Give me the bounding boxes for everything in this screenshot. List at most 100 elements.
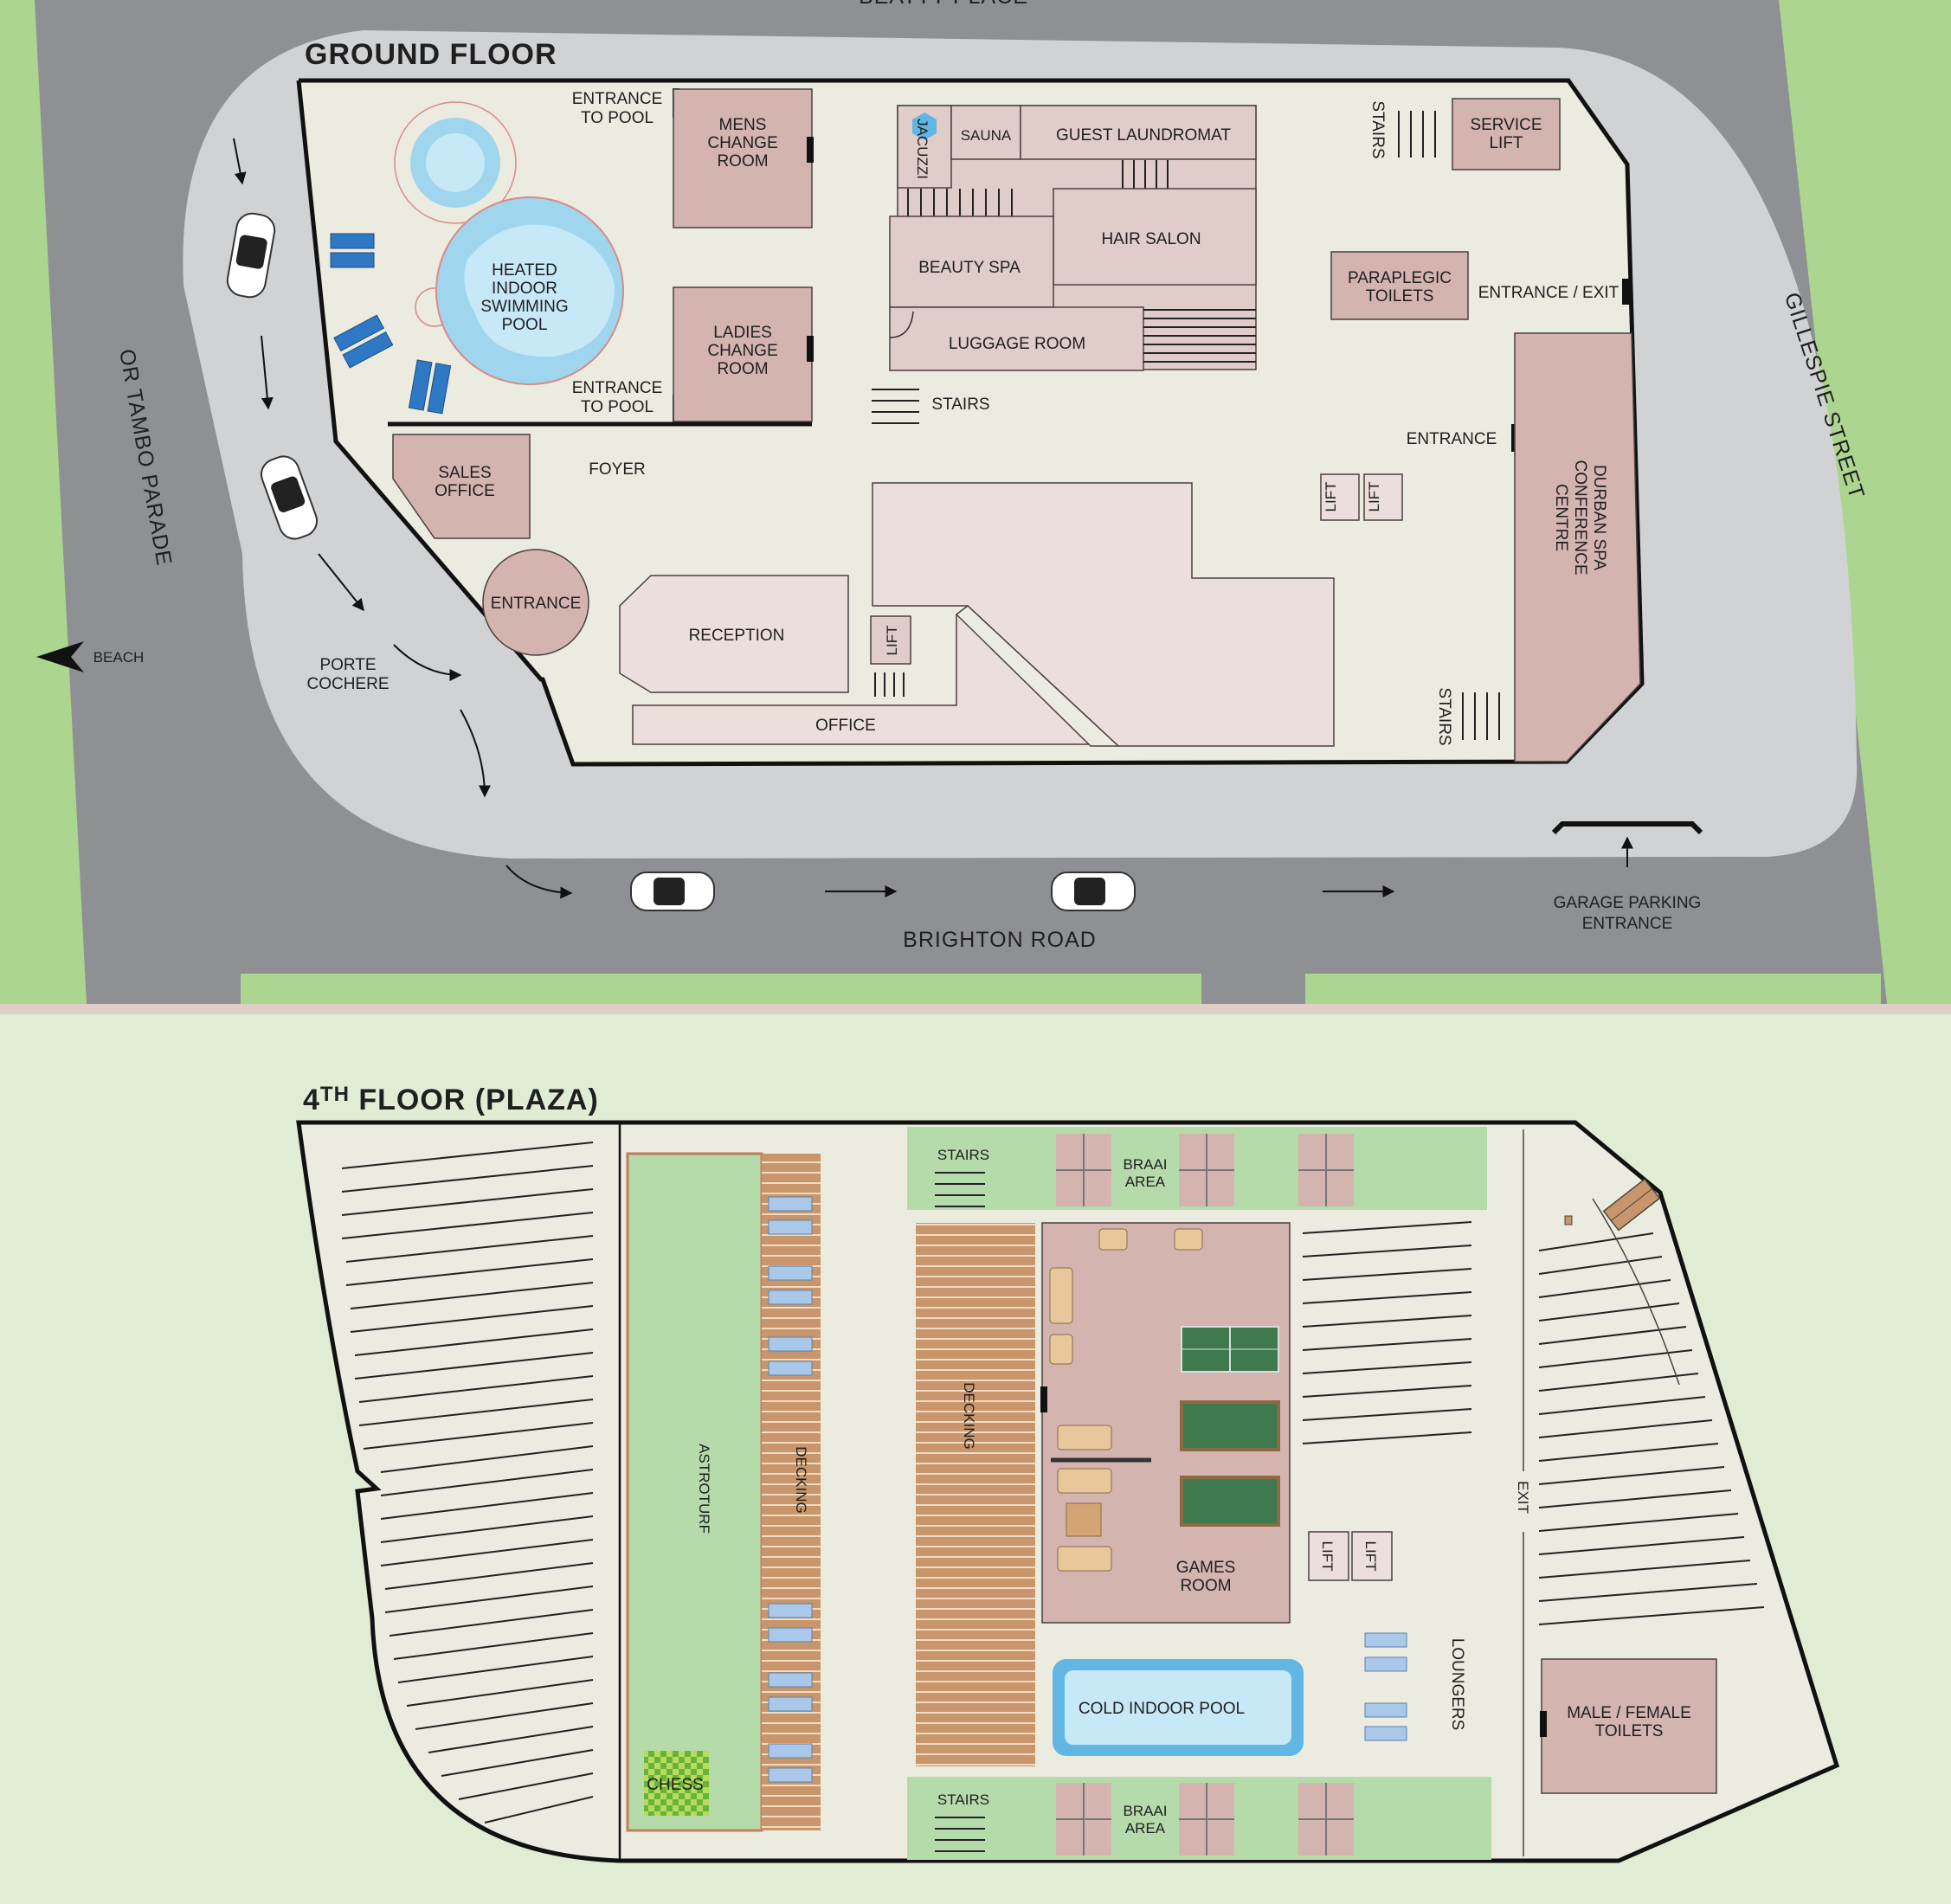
lift-label: LIFT [884,626,900,656]
heated-indoor-pool: HEATED INDOOR SWIMMING POOL [415,196,624,385]
astroturf [626,1152,763,1832]
loungers-column [768,1196,813,1783]
toilets-label-1: MALE / FEMALE [1567,1704,1691,1722]
door [1622,279,1629,305]
grass-bottom-left [241,974,1201,1008]
decking-label-left: DECKING [793,1446,809,1513]
lift-label: LIFT [1362,1541,1379,1572]
ladies-change-room [673,286,813,422]
armchair-icon [1174,1228,1203,1251]
traffic-arrow-icon [460,709,491,798]
traffic-arrow-icon [393,644,462,681]
parking-bays-left [341,1142,594,1824]
mens-change-label-2: CHANGE [707,134,777,152]
cold-pool-water [1065,1670,1291,1745]
ground-floor-title: GROUND FLOOR [305,38,557,71]
walkway [955,605,1120,747]
porte-cochere-label-1: PORTE [319,656,376,674]
street-bottom: BRIGHTON ROAD [903,928,1097,952]
garage-label-2: ENTRANCE [1582,915,1673,933]
traffic-arrow-icon [261,335,274,410]
sales-office-label-1: SALES [438,464,491,482]
beauty-spa [889,215,1054,308]
braai-table-icon [1179,1134,1234,1206]
entrance-to-pool-top-1: ENTRANCE [572,90,663,108]
mens-change-room [673,88,813,228]
plaza-title-sup: TH [320,1083,350,1106]
grass-bottom-right [1305,974,1881,1008]
sofa-icon [1057,1546,1112,1572]
service-lift [1452,98,1561,170]
ladies-change-label-1: LADIES [713,324,772,342]
pool-label-4: POOL [502,316,548,334]
stairs-icon [935,1172,985,1207]
decking-pool-side [762,1154,821,1830]
stairs-icon [1143,309,1256,363]
conference-centre [1514,332,1641,762]
grass-left [0,0,87,1004]
ramp-icon [1602,1178,1661,1232]
braai-table-icon [1056,1134,1111,1206]
sofa-icon [1049,1267,1073,1324]
sofa-icon [1057,1425,1112,1451]
open-area [872,482,1335,747]
mens-change-label-1: MENS [719,116,767,134]
plaza-outline [296,1120,1840,1863]
stairs-label-bottom-right: STAIRS [1435,687,1453,745]
section-divider [0,1004,1951,1014]
lift [1363,473,1403,521]
ramp-curve [1592,1198,1680,1386]
car-icon [630,872,715,911]
paraplegic-toilets [1330,251,1469,320]
pool-label-1: HEATED [492,261,557,280]
beauty-spa-label: BEAUTY SPA [918,259,1021,277]
jacuzzi-label: JACUZZI [914,119,930,179]
building-outline [296,78,1645,767]
sauna-room [950,105,1021,160]
lift-label: LIFT [1366,482,1382,512]
stairs-label-bottom: STAIRS [937,1791,989,1808]
coffee-table-icon [1066,1502,1102,1537]
door-swing [889,311,914,338]
garage-gate [1551,821,1703,835]
lift [1308,1531,1349,1581]
stairs-icon [872,389,919,424]
grass-right [1779,0,1951,1004]
braai-label-top-1: BRAAI [1123,1156,1167,1173]
door [807,336,814,362]
service-lift-label-2: LIFT [1489,134,1523,152]
street-top: BEATTY PLACE [859,0,1028,9]
stairs-icon [1462,692,1500,740]
conference-label-2: CONFERENCE [1571,460,1589,575]
lounger-icon [333,314,394,369]
chess-label: CHESS [647,1776,703,1794]
guest-laundromat [1020,105,1257,160]
games-room-label-2: ROOM [1180,1577,1231,1595]
braai-table-icon [1298,1134,1354,1206]
armchair-icon [1049,1334,1073,1365]
ramp-post [1564,1215,1573,1225]
lift [870,615,911,665]
cold-pool-label: COLD INDOOR POOL [1079,1700,1245,1718]
reception-label: RECEPTION [689,627,785,645]
paraplegic-label-1: PARAPLEGIC [1348,269,1452,287]
beach-label: BEACH [93,649,145,666]
pool-table-icon [1180,1476,1280,1527]
braai-table-icon [1056,1783,1111,1856]
traffic-arrow-icon [505,865,573,899]
pool-label-3: SWIMMING [480,298,568,316]
jacuzzi-pool-outdoor [394,101,517,224]
braai-label-bottom-2: AREA [1125,1820,1166,1836]
sales-office [392,434,531,539]
door [1540,1711,1547,1737]
ground-floor-section: GROUND FLOOR BEATTY PLACE OR TAMBO PARAD… [0,0,1951,1014]
lift [1320,473,1360,521]
lift [1351,1531,1393,1581]
main-entrance [482,549,589,656]
stairs-icon [935,1817,985,1852]
braai-label-bottom-1: BRAAI [1123,1803,1167,1819]
traffic-arrow-icon [318,553,364,612]
stairs-label-top: STAIRS [937,1147,989,1163]
sauna-label: SAUNA [961,127,1012,144]
plaza-title: 4TH FLOOR (PLAZA) [303,1083,599,1116]
